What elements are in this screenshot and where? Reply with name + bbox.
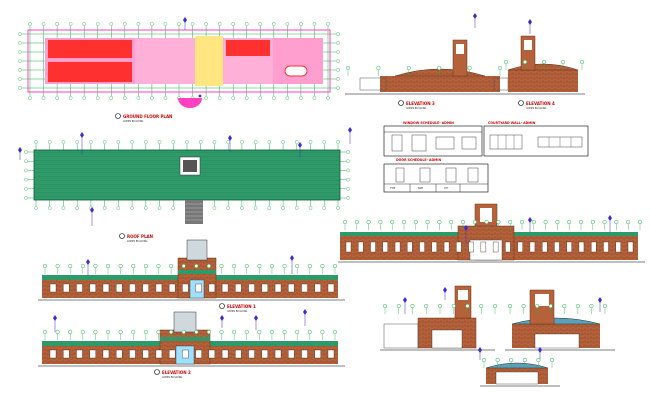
courtyard-wall-label: COURTYARD WALL- ADMIN [488,121,536,125]
elevation-4-sublabel: ADMIN BUILDING [526,107,547,110]
elevation-3-sublabel: ADMIN BUILDING [406,107,427,110]
elevation-2-sublabel: ADMIN BUILDING [162,376,183,379]
elevation-4-marker [518,100,524,106]
roof-plan [24,140,350,224]
elevation-2-label: ELEVATION 2 [162,370,191,375]
elevation-3-marker [398,100,404,106]
elevation-3-label: ELEVATION 3 [406,101,435,106]
roof-plan-marker [119,233,125,239]
courtyard-wall-table [483,125,589,157]
elevation-1-label: ELEVATION 1 [227,304,256,309]
elevation-2-marker [154,369,160,375]
ground-floor-plan-label: GROUND FLOOR PLAN [123,114,172,119]
window-schedule-table [383,125,483,157]
elevation-3-drawing [345,39,509,95]
elevation-1-drawing [38,239,345,301]
elevation-4-drawing [505,35,585,95]
section-b-drawing [505,289,615,351]
door-schedule-label: DOOR SCHEDULE- ADMIN [396,158,441,162]
section-a-drawing [380,285,495,351]
ground-floor-plan-sublabel: ADMIN BUILDING [123,120,144,123]
long-side-elevation [338,203,645,263]
elevation-2-drawing [38,311,345,367]
small-elevation-drawing [480,362,560,387]
window-schedule-label: WINDOW SCHEDULE- ADMIN [403,121,454,125]
roof-plan-sublabel: ADMIN BUILDING [127,240,148,243]
schedule-header-type: TYPE [390,187,396,190]
elevation-1-sublabel: ADMIN BUILDING [227,310,248,313]
roof-plan-label: ROOF PLAN [127,234,153,239]
elevation-1-marker [219,303,225,309]
ground-floor-plan-marker [115,113,121,119]
schedule-header-qty: QTY [444,187,449,190]
door-schedule-table [383,163,489,193]
ground-floor-plan [18,22,340,108]
schedule-header-size: SIZE [418,187,424,190]
elevation-4-label: ELEVATION 4 [526,101,555,106]
